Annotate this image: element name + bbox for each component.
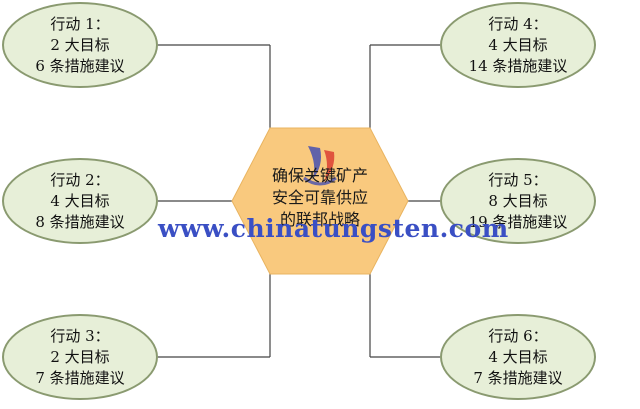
center-hexagon	[231, 127, 409, 275]
logo-icon	[303, 146, 337, 186]
action-title: 行动 6：	[488, 326, 548, 345]
action-node-6: 行动 6： 4 大目标 7 条措施建议	[440, 314, 596, 400]
action-title: 行动 2：	[50, 170, 110, 189]
center-line: 的联邦战略	[279, 210, 360, 229]
action-measures: 19 条措施建议	[468, 212, 568, 231]
action-measures: 14 条措施建议	[468, 56, 568, 75]
action-node-4: 行动 4： 4 大目标 14 条措施建议	[440, 2, 596, 88]
action-title: 行动 1：	[50, 14, 110, 33]
center-line: 确保关键矿产	[271, 166, 368, 185]
action-measures: 7 条措施建议	[35, 368, 125, 387]
center-line: 安全可靠供应	[271, 188, 368, 207]
action-title: 行动 4：	[488, 14, 548, 33]
action-measures: 8 条措施建议	[35, 212, 125, 231]
action-goals: 4 大目标	[488, 35, 548, 54]
action-node-2: 行动 2： 4 大目标 8 条措施建议	[2, 158, 158, 244]
center-title: 确保关键矿产 安全可靠供应 的联邦战略	[232, 165, 408, 231]
watermark-text: www.chinatungsten.com	[158, 214, 509, 243]
action-node-1: 行动 1： 2 大目标 6 条措施建议	[2, 2, 158, 88]
action-measures: 6 条措施建议	[35, 56, 125, 75]
action-goals: 4 大目标	[50, 191, 110, 210]
action-measures: 7 条措施建议	[473, 368, 563, 387]
action-goals: 4 大目标	[488, 347, 548, 366]
action-title: 行动 5：	[488, 170, 548, 189]
action-node-3: 行动 3： 2 大目标 7 条措施建议	[2, 314, 158, 400]
action-goals: 2 大目标	[50, 347, 110, 366]
action-goals: 8 大目标	[488, 191, 548, 210]
action-node-5: 行动 5： 8 大目标 19 条措施建议	[440, 158, 596, 244]
action-title: 行动 3：	[50, 326, 110, 345]
action-goals: 2 大目标	[50, 35, 110, 54]
